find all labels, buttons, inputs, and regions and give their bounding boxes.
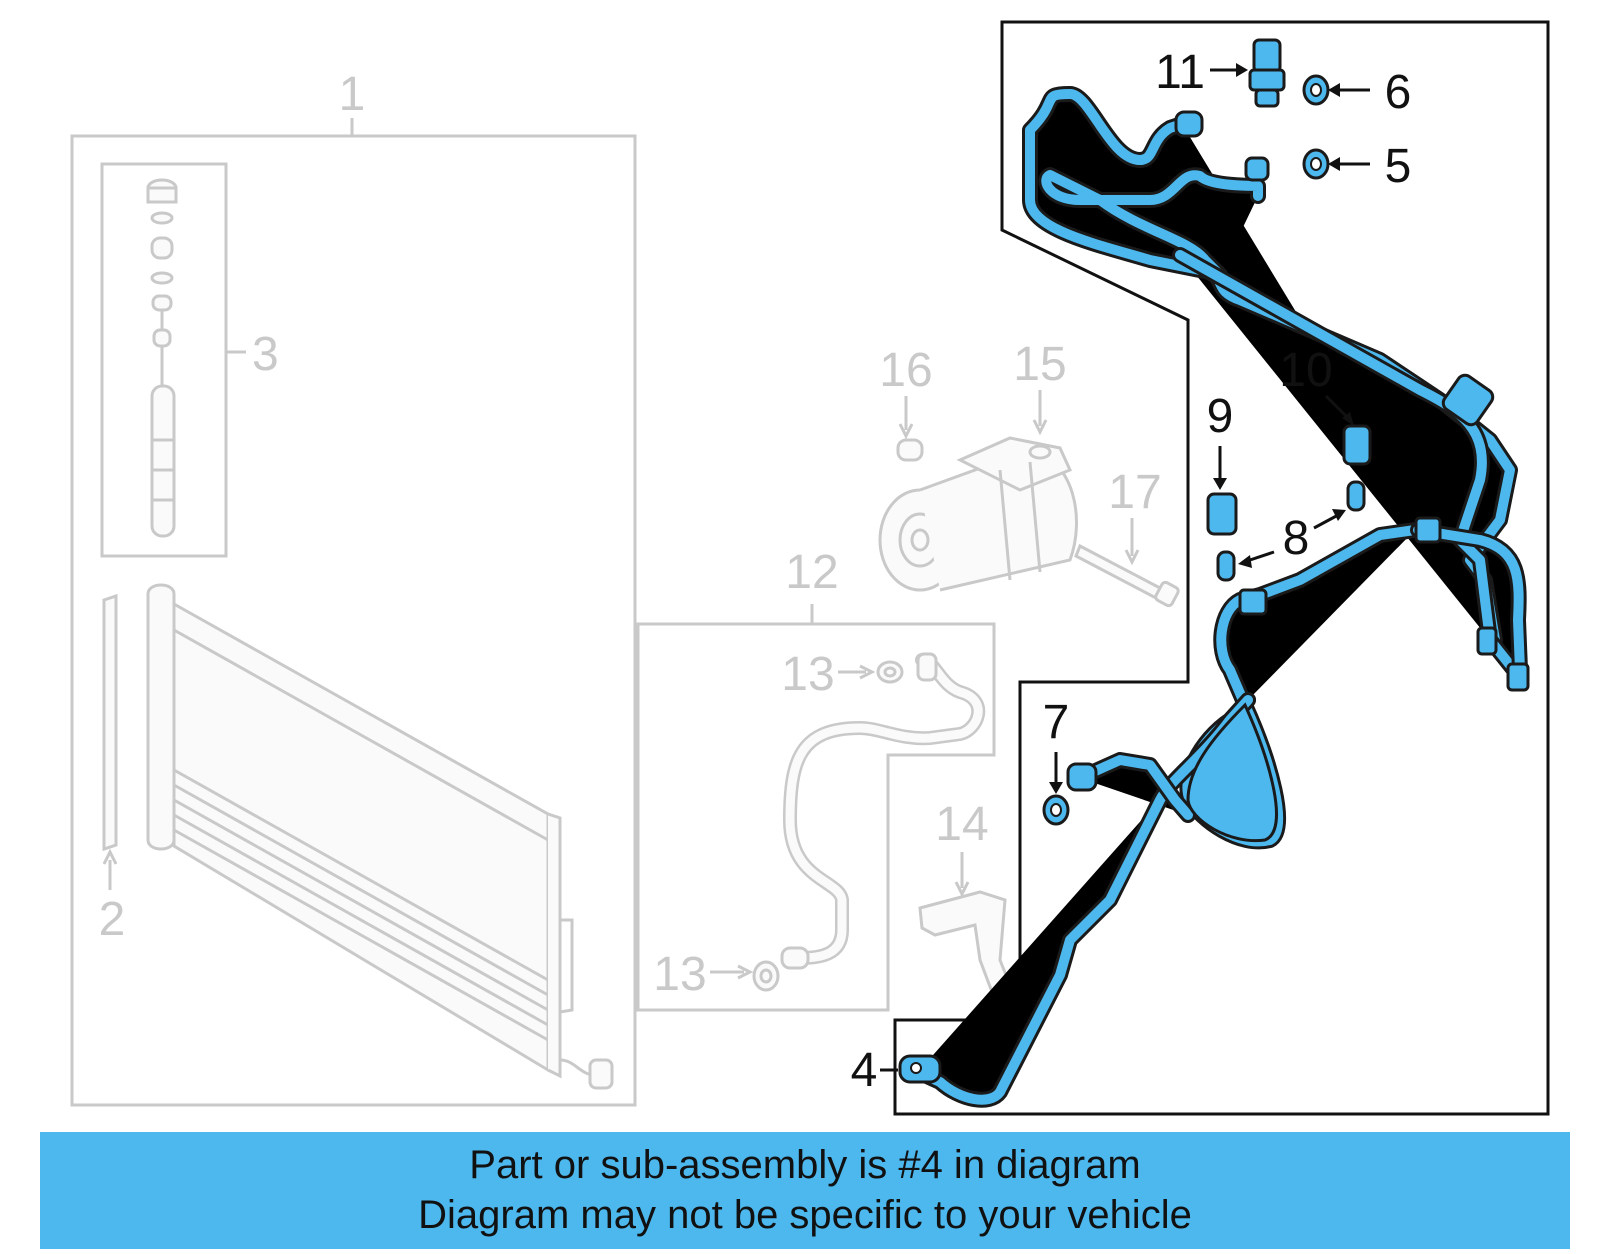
- callout-9: 9: [1207, 390, 1234, 443]
- callout-8: 8: [1283, 512, 1310, 565]
- banner-line-2: Diagram may not be specific to your vehi…: [418, 1193, 1192, 1237]
- callout-17: 17: [1108, 466, 1161, 519]
- line-12-box: [636, 622, 996, 1012]
- receiver-drier-icon: [146, 178, 178, 538]
- compressor-icon: [878, 436, 1078, 592]
- bolt-icon: [1074, 543, 1180, 608]
- service-cap-10-icon: [1342, 424, 1372, 466]
- service-cap-9-icon: [1206, 492, 1238, 536]
- callout-16: 16: [879, 344, 932, 397]
- callout-14: 14: [935, 798, 988, 851]
- condenser-core-icon: [146, 583, 614, 1090]
- compressor-group: 16 15 17 14: [878, 338, 1180, 994]
- condenser-group: 1 3 2: [70, 68, 637, 1107]
- notice-banner: Part or sub-assembly is #4 in diagram Di…: [40, 1132, 1570, 1249]
- callout-11: 11: [1155, 46, 1205, 99]
- callout-7: 7: [1043, 696, 1070, 749]
- banner-line-1: Part or sub-assembly is #4 in diagram: [469, 1143, 1141, 1187]
- callout-13-bottom: 13: [653, 948, 706, 1001]
- callout-12: 12: [785, 546, 838, 599]
- callout-3: 3: [252, 328, 279, 381]
- o-ring-icon: [752, 960, 780, 992]
- callout-13-top: 13: [781, 648, 834, 701]
- callout-5: 5: [1385, 140, 1412, 193]
- callout-1: 1: [339, 68, 366, 121]
- callout-2: 2: [99, 893, 126, 946]
- callout-10: 10: [1279, 344, 1332, 397]
- hose-assembly-icon: [918, 94, 1530, 1100]
- cap-icon: [896, 438, 924, 462]
- bracket-icon: [918, 890, 1012, 994]
- callout-15: 15: [1013, 338, 1066, 391]
- valve-core-icon: [1346, 480, 1366, 512]
- callout-6: 6: [1385, 66, 1412, 119]
- callout-4: 4: [851, 1044, 878, 1097]
- drier-box: [100, 162, 228, 558]
- pressure-switch-icon: [1248, 38, 1286, 108]
- o-ring-icon: [876, 660, 904, 684]
- line-assembly-12-group: 12 13 13: [636, 546, 996, 1012]
- seal-strip-icon: [102, 593, 118, 890]
- valve-core-icon: [1216, 550, 1236, 582]
